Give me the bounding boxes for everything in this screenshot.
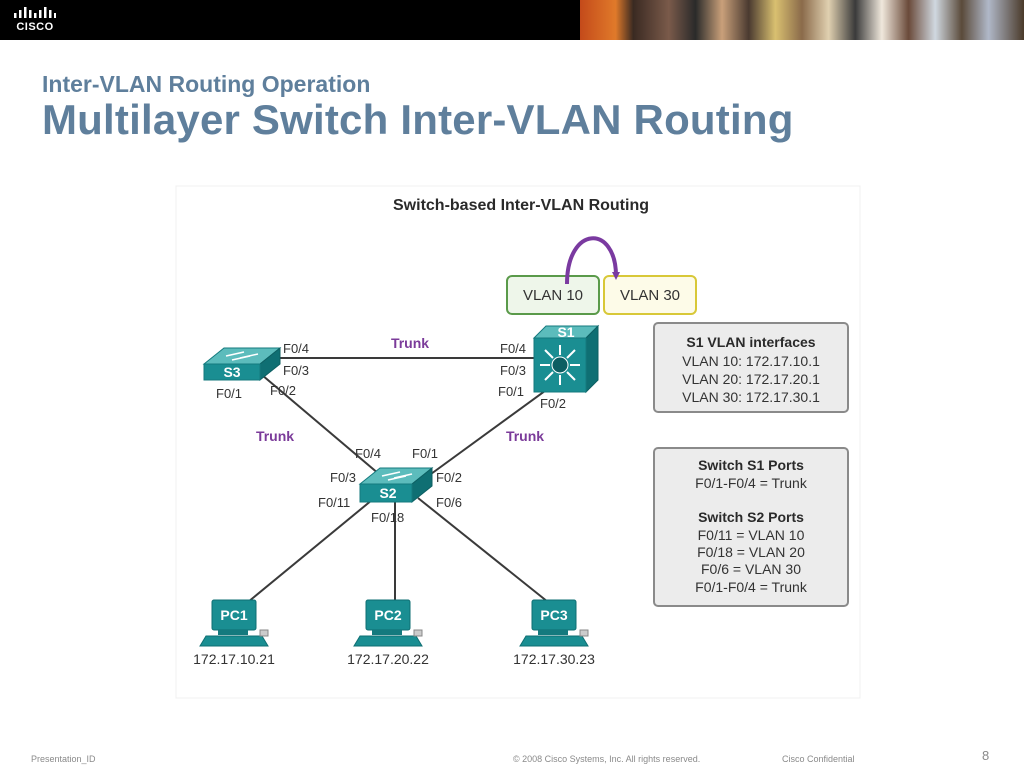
port-label: F0/2: [540, 396, 566, 411]
cisco-logo: CISCO: [12, 4, 62, 36]
s1-label: S1: [557, 324, 574, 340]
pc3-label: PC3: [540, 607, 567, 623]
vlan-30-box: [603, 275, 697, 315]
port-label: F0/1: [216, 386, 242, 401]
port-label: F0/11: [318, 495, 350, 510]
link-s1-s2: [419, 379, 561, 483]
s1-ports-heading: Switch S1 Ports: [698, 457, 804, 473]
s2-ports-line: F0/18 = VLAN 20: [697, 544, 805, 560]
vlan-10-label: VLAN 10: [523, 287, 583, 304]
trunk-label-left: Trunk: [256, 428, 294, 444]
routing-arrow-icon: [565, 236, 620, 285]
trunk-label-top: Trunk: [391, 335, 429, 351]
vlan-interface-line: VLAN 30: 172.17.30.1: [682, 389, 820, 405]
vlan-interfaces-heading: S1 VLAN interfaces: [686, 334, 815, 350]
port-label: F0/1: [412, 446, 438, 461]
pc2-label: PC2: [374, 607, 401, 623]
port-label: F0/6: [436, 495, 462, 510]
footer-confidential: Cisco Confidential: [782, 754, 855, 764]
vlan-10-box: [506, 275, 600, 315]
pc2-icon: [353, 599, 423, 647]
port-label: F0/4: [283, 341, 309, 356]
diagram-title: Switch-based Inter-VLAN Routing: [393, 197, 649, 214]
trunk-label-right: Trunk: [506, 428, 544, 444]
s1-ports-line: F0/1-F0/4 = Trunk: [695, 475, 808, 491]
vlan-interface-line: VLAN 10: 172.17.10.1: [682, 353, 820, 369]
link-s3-s2: [261, 374, 393, 486]
pc3-ip: 172.17.30.23: [513, 651, 595, 667]
slide-title: Multilayer Switch Inter-VLAN Routing: [42, 96, 794, 143]
header-photo-strip: [580, 0, 1024, 40]
port-label: F0/2: [270, 383, 296, 398]
footer-presentation-id: Presentation_ID: [31, 754, 96, 764]
pc1-ip: 172.17.10.21: [193, 651, 275, 667]
port-label: F0/2: [436, 470, 462, 485]
pc3-icon: [519, 599, 589, 647]
vlan-30-label: VLAN 30: [620, 287, 680, 304]
vlan-interface-line: VLAN 20: 172.17.20.1: [682, 371, 820, 387]
pc2-ip: 172.17.20.22: [347, 651, 429, 667]
port-label: F0/18: [371, 510, 404, 525]
slide-subtitle: Inter-VLAN Routing Operation: [42, 71, 371, 97]
port-label: F0/4: [500, 341, 526, 356]
switch-s2-icon: [358, 466, 434, 504]
s2-ports-line: F0/11 = VLAN 10: [698, 527, 805, 543]
switch-ports-box: [653, 447, 849, 607]
vlan-interfaces-box: [653, 322, 849, 413]
cisco-wordmark: CISCO: [16, 21, 54, 33]
port-label: F0/4: [355, 446, 381, 461]
s2-ports-line: F0/1-F0/4 = Trunk: [695, 579, 808, 595]
pc1-icon: [199, 599, 269, 647]
page-number: 8: [982, 748, 990, 763]
switch-s1-icon: [532, 324, 600, 394]
port-label: F0/1: [498, 384, 524, 399]
footer-copyright: © 2008 Cisco Systems, Inc. All rights re…: [513, 754, 701, 764]
s2-label: S2: [379, 485, 396, 501]
link-s2-pc3: [417, 497, 549, 603]
cisco-bars-icon: [14, 7, 56, 18]
header-bar: CISCO: [0, 0, 1024, 40]
switch-s3-icon: [202, 346, 282, 382]
pc1-label: PC1: [220, 607, 247, 623]
s2-ports-line: F0/6 = VLAN 30: [701, 561, 801, 577]
network-diagram: Switch-based Inter-VLAN Routing VLAN 10 …: [175, 185, 861, 699]
link-s2-pc1: [247, 499, 373, 603]
s3-label: S3: [223, 364, 240, 380]
s2-ports-heading: Switch S2 Ports: [698, 509, 804, 525]
port-label: F0/3: [330, 470, 356, 485]
port-label: F0/3: [283, 363, 309, 378]
port-label: F0/3: [500, 363, 526, 378]
diagram-frame: [175, 185, 861, 699]
